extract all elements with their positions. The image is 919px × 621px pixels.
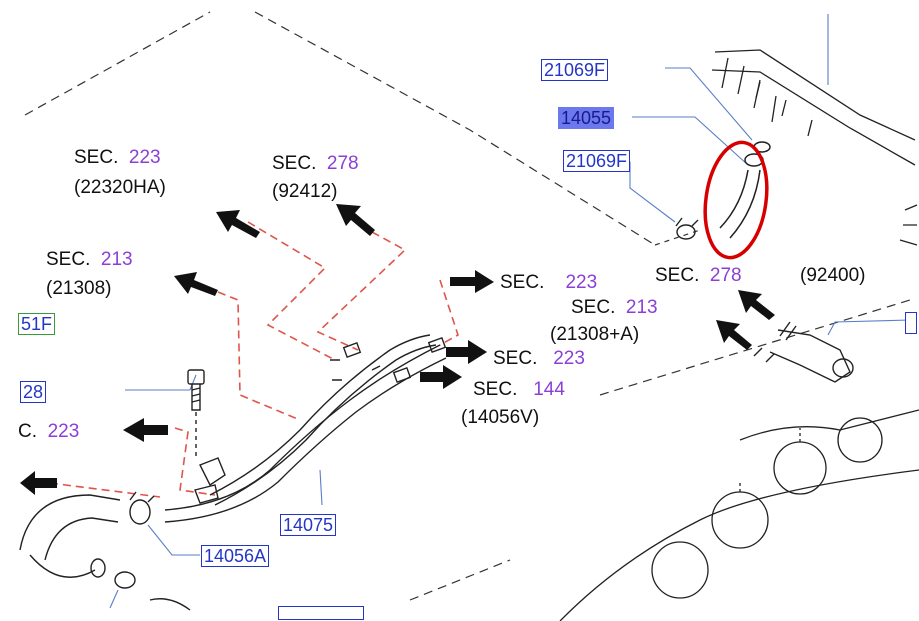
- bolt: [187, 369, 205, 460]
- sec-number: 278: [709, 265, 742, 286]
- sec-ref-92400: (92400): [800, 265, 866, 286]
- leader-lines: [109, 14, 911, 609]
- sec-prefix: SEC.: [74, 147, 119, 168]
- sec-ref-92412: (92412): [272, 181, 338, 202]
- part-number-14075[interactable]: 14075: [280, 514, 337, 536]
- arrow-sec223-a: [216, 210, 260, 238]
- valve-assembly: [753, 321, 854, 383]
- sec-prefix: SEC.: [571, 297, 616, 318]
- sec-number: 223: [128, 147, 161, 168]
- arrows: [20, 204, 775, 495]
- sec-prefix: SEC.: [46, 249, 91, 270]
- arrow-sec278-b2: [716, 320, 752, 350]
- arrow-sec144: [420, 365, 462, 389]
- sec-number: 213: [100, 249, 133, 270]
- tube-assembly-14075: [164, 334, 447, 523]
- sec-label-144[interactable]: SEC. 144: [473, 380, 565, 399]
- part-number-cutoff-bottom[interactable]: [278, 606, 364, 620]
- sec-number: 223: [47, 421, 80, 442]
- arrow-sec223-b: [450, 270, 494, 293]
- gasket: [559, 409, 919, 621]
- arrow-sec278-b1: [738, 290, 775, 320]
- arrow-c223: [123, 418, 168, 442]
- part-number-14055[interactable]: 14055: [558, 107, 615, 129]
- sec-number: 223: [565, 272, 598, 293]
- sec-prefix: SEC.: [655, 265, 700, 286]
- sec-number: 223: [553, 348, 585, 369]
- sec-label-223-b[interactable]: SEC. 223: [500, 273, 597, 292]
- sec-label-278-a[interactable]: SEC. 278: [272, 154, 359, 173]
- sec-label-223-a[interactable]: SEC. 223: [74, 148, 161, 167]
- clamp-21069F: [675, 217, 699, 240]
- sec-prefix: SEC.: [473, 379, 518, 400]
- boundary-lines: [24, 11, 911, 601]
- sec-prefix: SEC.: [500, 272, 545, 293]
- sec-prefix: C.: [18, 421, 37, 442]
- sec-label-213-b[interactable]: SEC. 213: [571, 298, 658, 317]
- sec-ref-14056V: (14056V): [461, 407, 540, 428]
- part-number-21069F-mid[interactable]: 21069F: [563, 150, 631, 172]
- sec-ref-21308: (21308): [46, 278, 112, 299]
- guide-lines: [49, 221, 459, 498]
- part-number-cutoff-right[interactable]: [905, 312, 917, 334]
- sec-number: 144: [533, 379, 565, 400]
- part-number-14056A[interactable]: 14056A: [201, 545, 270, 567]
- arrow-sec213-a: [174, 272, 218, 296]
- part-number-21069F-top[interactable]: 21069F: [541, 59, 609, 81]
- hose-14056A: [19, 491, 191, 611]
- sec-label-223-d[interactable]: C. 223: [18, 422, 79, 441]
- sec-prefix: SEC.: [493, 348, 538, 369]
- arrow-sec278-a: [336, 204, 375, 236]
- part-number-28[interactable]: 28: [20, 381, 47, 403]
- arrow-left-edge: [20, 471, 57, 495]
- sec-prefix: SEC.: [272, 153, 317, 174]
- part-number-51F[interactable]: 51F: [18, 313, 56, 335]
- hose-14055: [719, 141, 771, 239]
- callout-circle: [703, 140, 769, 260]
- sec-label-278-b[interactable]: SEC. 278: [655, 266, 742, 285]
- sec-number: 213: [625, 297, 658, 318]
- sec-ref-21308A: (21308+A): [550, 324, 640, 345]
- sec-number: 278: [326, 153, 359, 174]
- sec-label-213-a[interactable]: SEC. 213: [46, 250, 133, 269]
- sec-label-223-c[interactable]: SEC. 223: [493, 349, 585, 368]
- arrow-sec223-c: [446, 340, 487, 364]
- fuel-rail: [711, 49, 918, 246]
- sec-ref-22320HA: (22320HA): [74, 177, 166, 198]
